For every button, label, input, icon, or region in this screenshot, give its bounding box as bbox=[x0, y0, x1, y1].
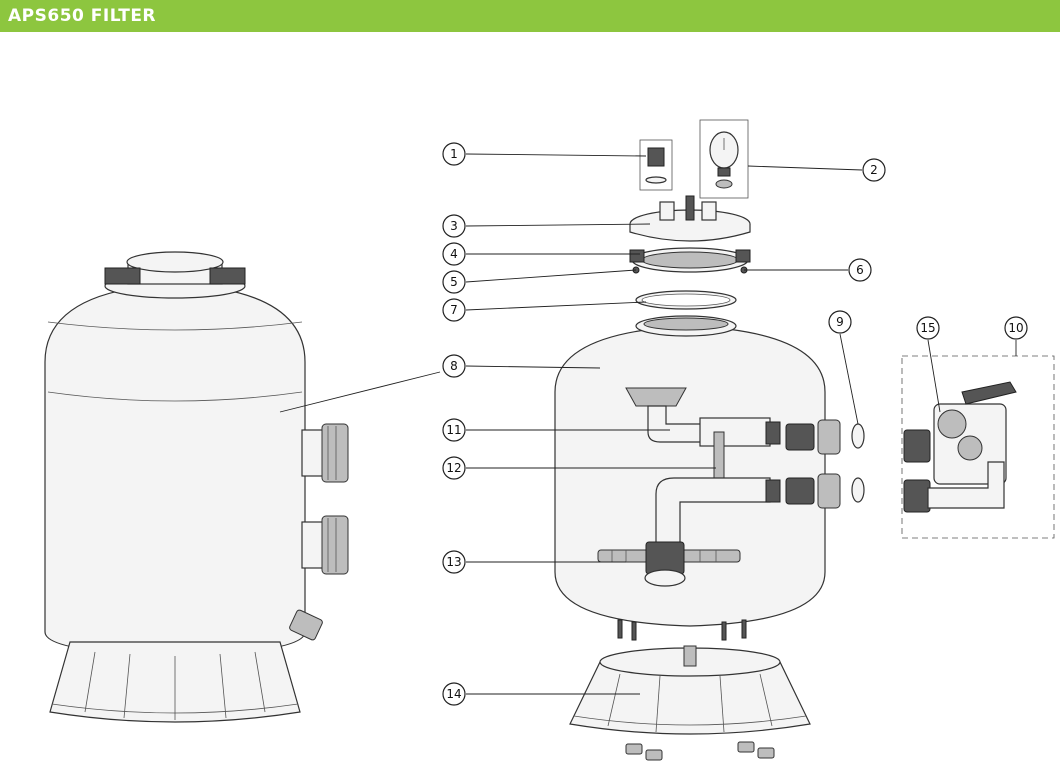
callout-12: 12 bbox=[442, 456, 466, 480]
callout-9: 9 bbox=[828, 310, 852, 334]
part-11-upper-diffuser bbox=[625, 387, 781, 447]
callout-7: 7 bbox=[442, 298, 466, 322]
svg-text:3: 3 bbox=[450, 219, 458, 233]
callout-6: 6 bbox=[848, 258, 872, 282]
svg-text:10: 10 bbox=[1008, 321, 1023, 335]
callout-1: 1 bbox=[442, 142, 466, 166]
svg-text:14: 14 bbox=[446, 687, 461, 701]
page-title: APS650 FILTER bbox=[8, 6, 157, 26]
assembled-filter bbox=[44, 251, 349, 723]
svg-text:4: 4 bbox=[450, 247, 458, 261]
part-3-lid bbox=[629, 195, 751, 242]
outlet-fittings bbox=[785, 419, 841, 509]
callout-11: 11 bbox=[442, 418, 466, 442]
part-1-air-valve bbox=[639, 139, 673, 191]
part-2-pressure-gauge bbox=[699, 119, 749, 199]
part-14-base bbox=[569, 645, 811, 735]
svg-text:13: 13 bbox=[446, 555, 461, 569]
svg-text:15: 15 bbox=[920, 321, 935, 335]
svg-text:5: 5 bbox=[450, 275, 458, 289]
svg-text:9: 9 bbox=[836, 315, 844, 329]
part-7-o-ring bbox=[635, 290, 737, 310]
callout-4: 4 bbox=[442, 242, 466, 266]
svg-text:6: 6 bbox=[856, 263, 864, 277]
svg-text:11: 11 bbox=[446, 423, 461, 437]
svg-text:8: 8 bbox=[450, 359, 458, 373]
callout-10: 10 bbox=[1004, 316, 1028, 340]
svg-text:12: 12 bbox=[446, 461, 461, 475]
svg-text:7: 7 bbox=[450, 303, 458, 317]
part-4-clamp bbox=[629, 247, 751, 273]
left-lower-port bbox=[301, 515, 349, 575]
callout-5: 5 bbox=[442, 270, 466, 294]
title-bar: APS650 FILTER bbox=[0, 0, 1060, 32]
leader-lines bbox=[279, 153, 1017, 695]
callout-15: 15 bbox=[916, 316, 940, 340]
lower-pipe bbox=[655, 477, 781, 558]
callout-13: 13 bbox=[442, 550, 466, 574]
callout-3: 3 bbox=[442, 214, 466, 238]
base-clips bbox=[625, 741, 775, 761]
callout-8: 8 bbox=[442, 354, 466, 378]
callout-2: 2 bbox=[862, 158, 886, 182]
part-13-laterals bbox=[597, 541, 741, 587]
part-9-o-rings bbox=[851, 423, 865, 503]
left-upper-port bbox=[301, 423, 349, 483]
callout-14: 14 bbox=[442, 682, 466, 706]
part-15-port bbox=[937, 409, 967, 439]
filter-exploded-diagram: 1 2 3 4 5 6 7 8 9 10 11 12 13 14 15 bbox=[44, 119, 1055, 761]
svg-text:2: 2 bbox=[870, 163, 878, 177]
part-10-multiport-valve bbox=[901, 355, 1055, 539]
svg-text:1: 1 bbox=[450, 147, 458, 161]
